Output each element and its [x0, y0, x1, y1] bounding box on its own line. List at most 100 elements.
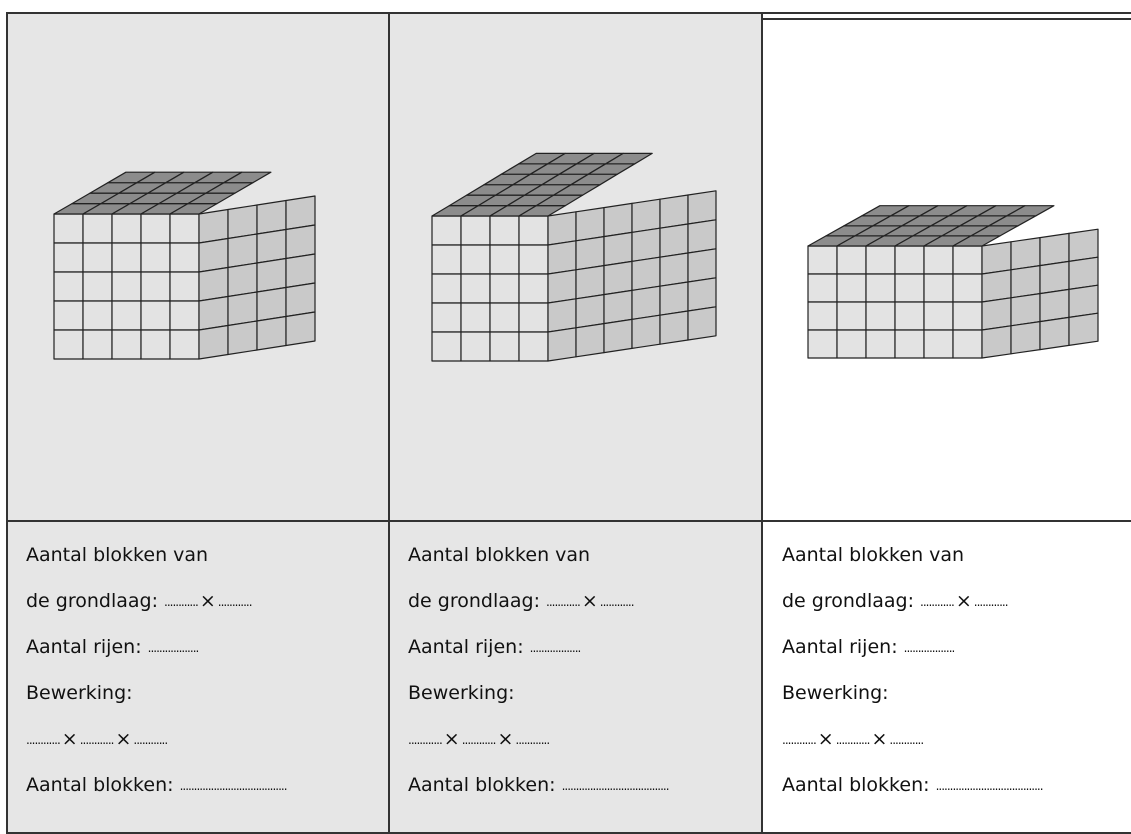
cube-side-face	[604, 290, 632, 323]
cube-front-face	[141, 272, 170, 301]
answer-blank[interactable]: ..................	[530, 641, 581, 655]
cube-side-face	[548, 299, 576, 332]
cube-block-3	[762, 20, 1131, 526]
answer-blank[interactable]: ............	[218, 595, 252, 609]
label-base: Aantal blokken van	[782, 544, 964, 566]
cube-block-2	[388, 20, 762, 526]
cube-front-face	[461, 245, 490, 274]
cube-front-face	[924, 302, 953, 330]
times-sign: ×	[818, 728, 834, 750]
grondlaag-line: de grondlaag: ............×............	[408, 590, 634, 612]
answer-blank[interactable]: ......................................	[180, 779, 287, 793]
grondlaag-line: de grondlaag: ............×............	[782, 590, 1008, 612]
cube-front-face	[808, 246, 837, 274]
cube-side-face	[199, 268, 228, 302]
cube-front-face	[490, 216, 519, 245]
label-grondlaag: de grondlaag:	[26, 590, 158, 612]
answer-blank[interactable]: ..................	[148, 641, 199, 655]
cube-side-face	[982, 298, 1011, 330]
cube-side-face	[1011, 266, 1040, 298]
cube-side-face	[228, 234, 257, 268]
cube-side-face	[604, 319, 632, 352]
answer-blank[interactable]: ............	[920, 595, 954, 609]
answer-blank[interactable]: ............	[782, 733, 816, 747]
cube-side-face	[982, 270, 1011, 302]
label-bewerking: Bewerking:	[408, 682, 515, 704]
answer-blank[interactable]: ............	[164, 595, 198, 609]
cube-side-face	[1040, 233, 1069, 265]
cube-side-face	[604, 232, 632, 265]
cube-front-face	[54, 272, 83, 301]
cube-side-face	[286, 225, 315, 259]
cube-side-face	[632, 199, 660, 232]
answer-blank[interactable]: ............	[600, 595, 634, 609]
cube-front-face	[866, 274, 895, 302]
cube-side-face	[1069, 285, 1098, 317]
cube-front-face	[461, 303, 490, 332]
cube-side-face	[199, 297, 228, 331]
label-grondlaag: de grondlaag:	[408, 590, 540, 612]
answer-blank[interactable]: ..................	[904, 641, 955, 655]
answer-blank[interactable]: ......................................	[936, 779, 1043, 793]
cube-front-face	[808, 302, 837, 330]
answer-blank[interactable]: ......................................	[562, 779, 669, 793]
bewerking-line: ............×............×............	[26, 728, 167, 750]
answer-blank[interactable]: ............	[80, 733, 114, 747]
cube-front-face	[837, 274, 866, 302]
cube-front-face	[83, 272, 112, 301]
cube-front-face	[895, 302, 924, 330]
answer-blank[interactable]: ............	[515, 733, 549, 747]
cube-front-face	[432, 216, 461, 245]
answer-blank[interactable]: ............	[889, 733, 923, 747]
times-sign: ×	[582, 590, 598, 612]
cube-front-face	[54, 243, 83, 272]
answer-blank[interactable]: ............	[462, 733, 496, 747]
cube-side-face	[632, 315, 660, 348]
table-top-border	[6, 12, 1131, 14]
cube-front-face	[895, 330, 924, 358]
times-sign: ×	[200, 590, 216, 612]
label-rijen: Aantal rijen:	[408, 636, 524, 658]
cube-side-face	[660, 311, 688, 344]
cube-front-face	[837, 330, 866, 358]
cube-front-face	[519, 274, 548, 303]
cube-side-face	[257, 230, 286, 264]
cube-side-face	[688, 220, 716, 253]
cube-front-face	[432, 303, 461, 332]
label-totaal: Aantal blokken:	[408, 774, 556, 796]
cube-front-face	[866, 330, 895, 358]
grondlaag-line: de grondlaag: ............×............	[26, 590, 252, 612]
cube-front-face	[953, 302, 982, 330]
rijen-line: Aantal rijen: ..................	[26, 636, 198, 658]
cube-front-face	[141, 301, 170, 330]
answer-blank[interactable]: ............	[836, 733, 870, 747]
answer-blank[interactable]: ............	[546, 595, 580, 609]
answer-blank[interactable]: ............	[133, 733, 167, 747]
answer-blank[interactable]: ............	[26, 733, 60, 747]
cube-front-face	[83, 243, 112, 272]
cube-side-face	[604, 261, 632, 294]
cube-front-face	[924, 330, 953, 358]
cube-side-face	[1069, 229, 1098, 261]
table-left-border	[6, 12, 8, 834]
cube-front-face	[953, 246, 982, 274]
cube-front-face	[54, 301, 83, 330]
cube-front-face	[866, 302, 895, 330]
cube-side-face	[982, 242, 1011, 274]
cube-side-face	[1011, 294, 1040, 326]
cube-front-face	[170, 301, 199, 330]
cube-front-face	[170, 243, 199, 272]
cube-front-face	[519, 332, 548, 361]
cube-side-face	[199, 326, 228, 360]
column-divider	[388, 12, 390, 834]
cube-front-face	[837, 246, 866, 274]
answer-blank[interactable]: ............	[974, 595, 1008, 609]
cube-front-face	[461, 216, 490, 245]
row-divider	[6, 520, 1131, 522]
cube-side-face	[632, 228, 660, 261]
cube-side-face	[688, 191, 716, 224]
answer-blank[interactable]: ............	[408, 733, 442, 747]
label-totaal: Aantal blokken:	[26, 774, 174, 796]
cube-front-face	[112, 301, 141, 330]
bewerking-line: ............×............×............	[408, 728, 549, 750]
